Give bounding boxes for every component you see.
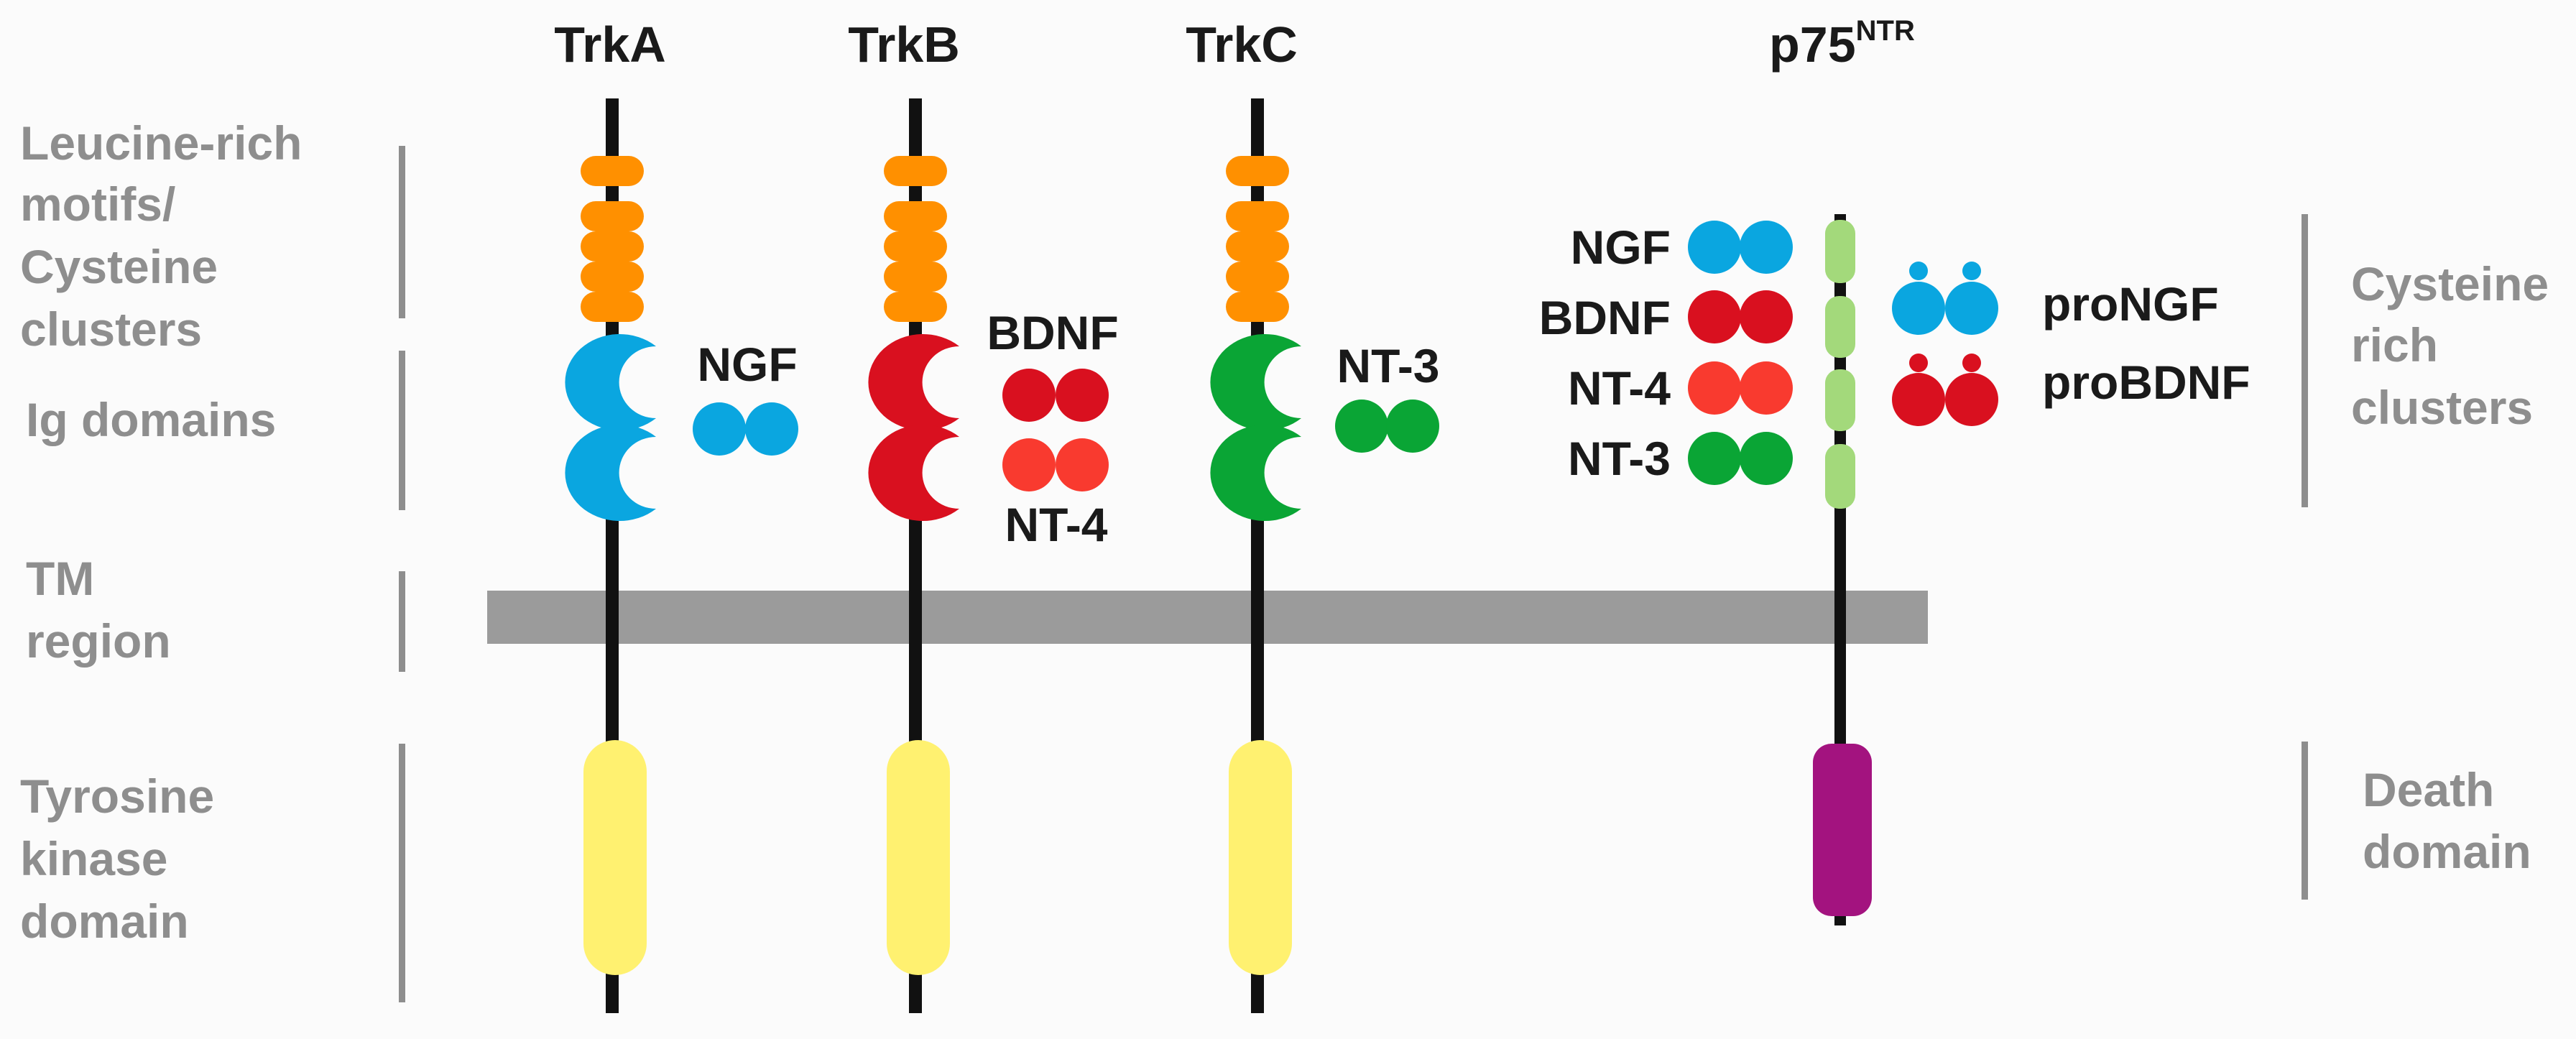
receptor-headings: TrkA TrkB TrkC p75NTR	[554, 15, 1915, 73]
left-labels: Leucine-rich motifs/ Cysteine clusters I…	[20, 116, 302, 948]
bracket-tk	[399, 744, 405, 1002]
label-p75-nt3: NT-3	[1568, 432, 1671, 485]
p75-ligand-ngf	[1688, 221, 1793, 274]
heading-p75-sup: NTR	[1856, 15, 1915, 47]
trkb-ligand-bdnf	[1002, 369, 1109, 422]
trkb-ig-2	[868, 424, 959, 522]
label-dd-1: Death	[2363, 763, 2494, 816]
trkb-lrr-motifs	[884, 156, 947, 322]
right-brackets	[2302, 214, 2308, 900]
left-brackets	[399, 146, 405, 1002]
trkc-ig-domains	[1210, 334, 1301, 522]
trkc-ig-1	[1210, 334, 1301, 431]
label-prongf: proNGF	[2042, 277, 2219, 331]
trkb-kinase-domain	[887, 740, 950, 975]
label-trkb-bdnf: BDNF	[987, 306, 1118, 359]
label-p75-bdnf: BDNF	[1539, 291, 1671, 344]
trkc-ligand-nt3	[1335, 400, 1439, 453]
label-dd-2: domain	[2363, 825, 2531, 878]
bracket-lrr	[399, 146, 405, 318]
heading-trkc: TrkC	[1186, 17, 1298, 73]
trkb-ig-1	[868, 334, 959, 431]
trkb-ig-domains	[868, 334, 959, 522]
p75-ligand-nt3	[1688, 432, 1793, 485]
label-tm-1: TM	[26, 552, 94, 605]
heading-trkb: TrkB	[848, 17, 960, 73]
trka-ig-2	[565, 424, 656, 522]
label-p75-nt4: NT-4	[1568, 361, 1671, 415]
bracket-tm	[399, 571, 405, 672]
trka-kinase-domain	[583, 740, 647, 975]
label-tk-3: domain	[20, 895, 189, 948]
heading-p75-main: p75	[1769, 17, 1856, 73]
heading-trka: TrkA	[554, 17, 666, 73]
receptor-trkb	[868, 98, 959, 1013]
label-tk-2: kinase	[20, 832, 167, 885]
trkb-ligand-nt4	[1002, 438, 1109, 491]
label-crc-1: Cysteine	[2351, 257, 2549, 310]
p75-ligand-probdnf	[1892, 354, 1998, 426]
bracket-ig	[399, 351, 405, 510]
bracket-crc	[2302, 214, 2308, 507]
label-crc-3: clusters	[2351, 381, 2533, 434]
p75-ligand-prongf	[1892, 262, 1998, 335]
label-p75-ngf: NGF	[1571, 221, 1671, 274]
label-probdnf: proBDNF	[2042, 356, 2250, 409]
receptor-trkc	[1210, 98, 1301, 1013]
label-lrr-4: clusters	[20, 303, 202, 356]
membrane-band	[487, 591, 1928, 644]
label-lrr-2: motifs/	[20, 177, 175, 231]
p75-ligand-nt4	[1688, 361, 1793, 415]
p75-cysteine-rich-clusters	[1825, 220, 1855, 509]
label-trka-ngf: NGF	[697, 338, 797, 391]
heading-p75: p75NTR	[1769, 15, 1915, 73]
label-trkc-nt3: NT-3	[1337, 339, 1439, 392]
trka-ligand-ngf	[693, 402, 798, 456]
trka-ig-domains	[565, 334, 656, 522]
p75-death-domain	[1813, 744, 1872, 916]
p75-ligand-bdnf	[1688, 290, 1793, 343]
receptor-trka	[565, 98, 656, 1013]
bracket-dd	[2302, 742, 2308, 900]
trkc-kinase-domain	[1229, 740, 1292, 975]
right-labels: Cysteine rich clusters Death domain	[2351, 257, 2549, 878]
trka-ig-1	[565, 334, 656, 430]
label-tk-1: Tyrosine	[20, 770, 214, 823]
label-tm-2: region	[26, 614, 171, 668]
trkc-ig-2	[1210, 424, 1301, 522]
label-crc-2: rich	[2351, 318, 2438, 371]
label-ig: Ig domains	[26, 393, 276, 446]
label-lrr-1: Leucine-rich	[20, 116, 302, 170]
receptor-p75	[1813, 214, 1872, 925]
trkc-lrr-motifs	[1226, 156, 1289, 322]
label-trkb-nt4: NT-4	[1005, 498, 1107, 551]
label-lrr-3: Cysteine	[20, 240, 218, 293]
trka-lrr-motifs	[581, 156, 644, 322]
